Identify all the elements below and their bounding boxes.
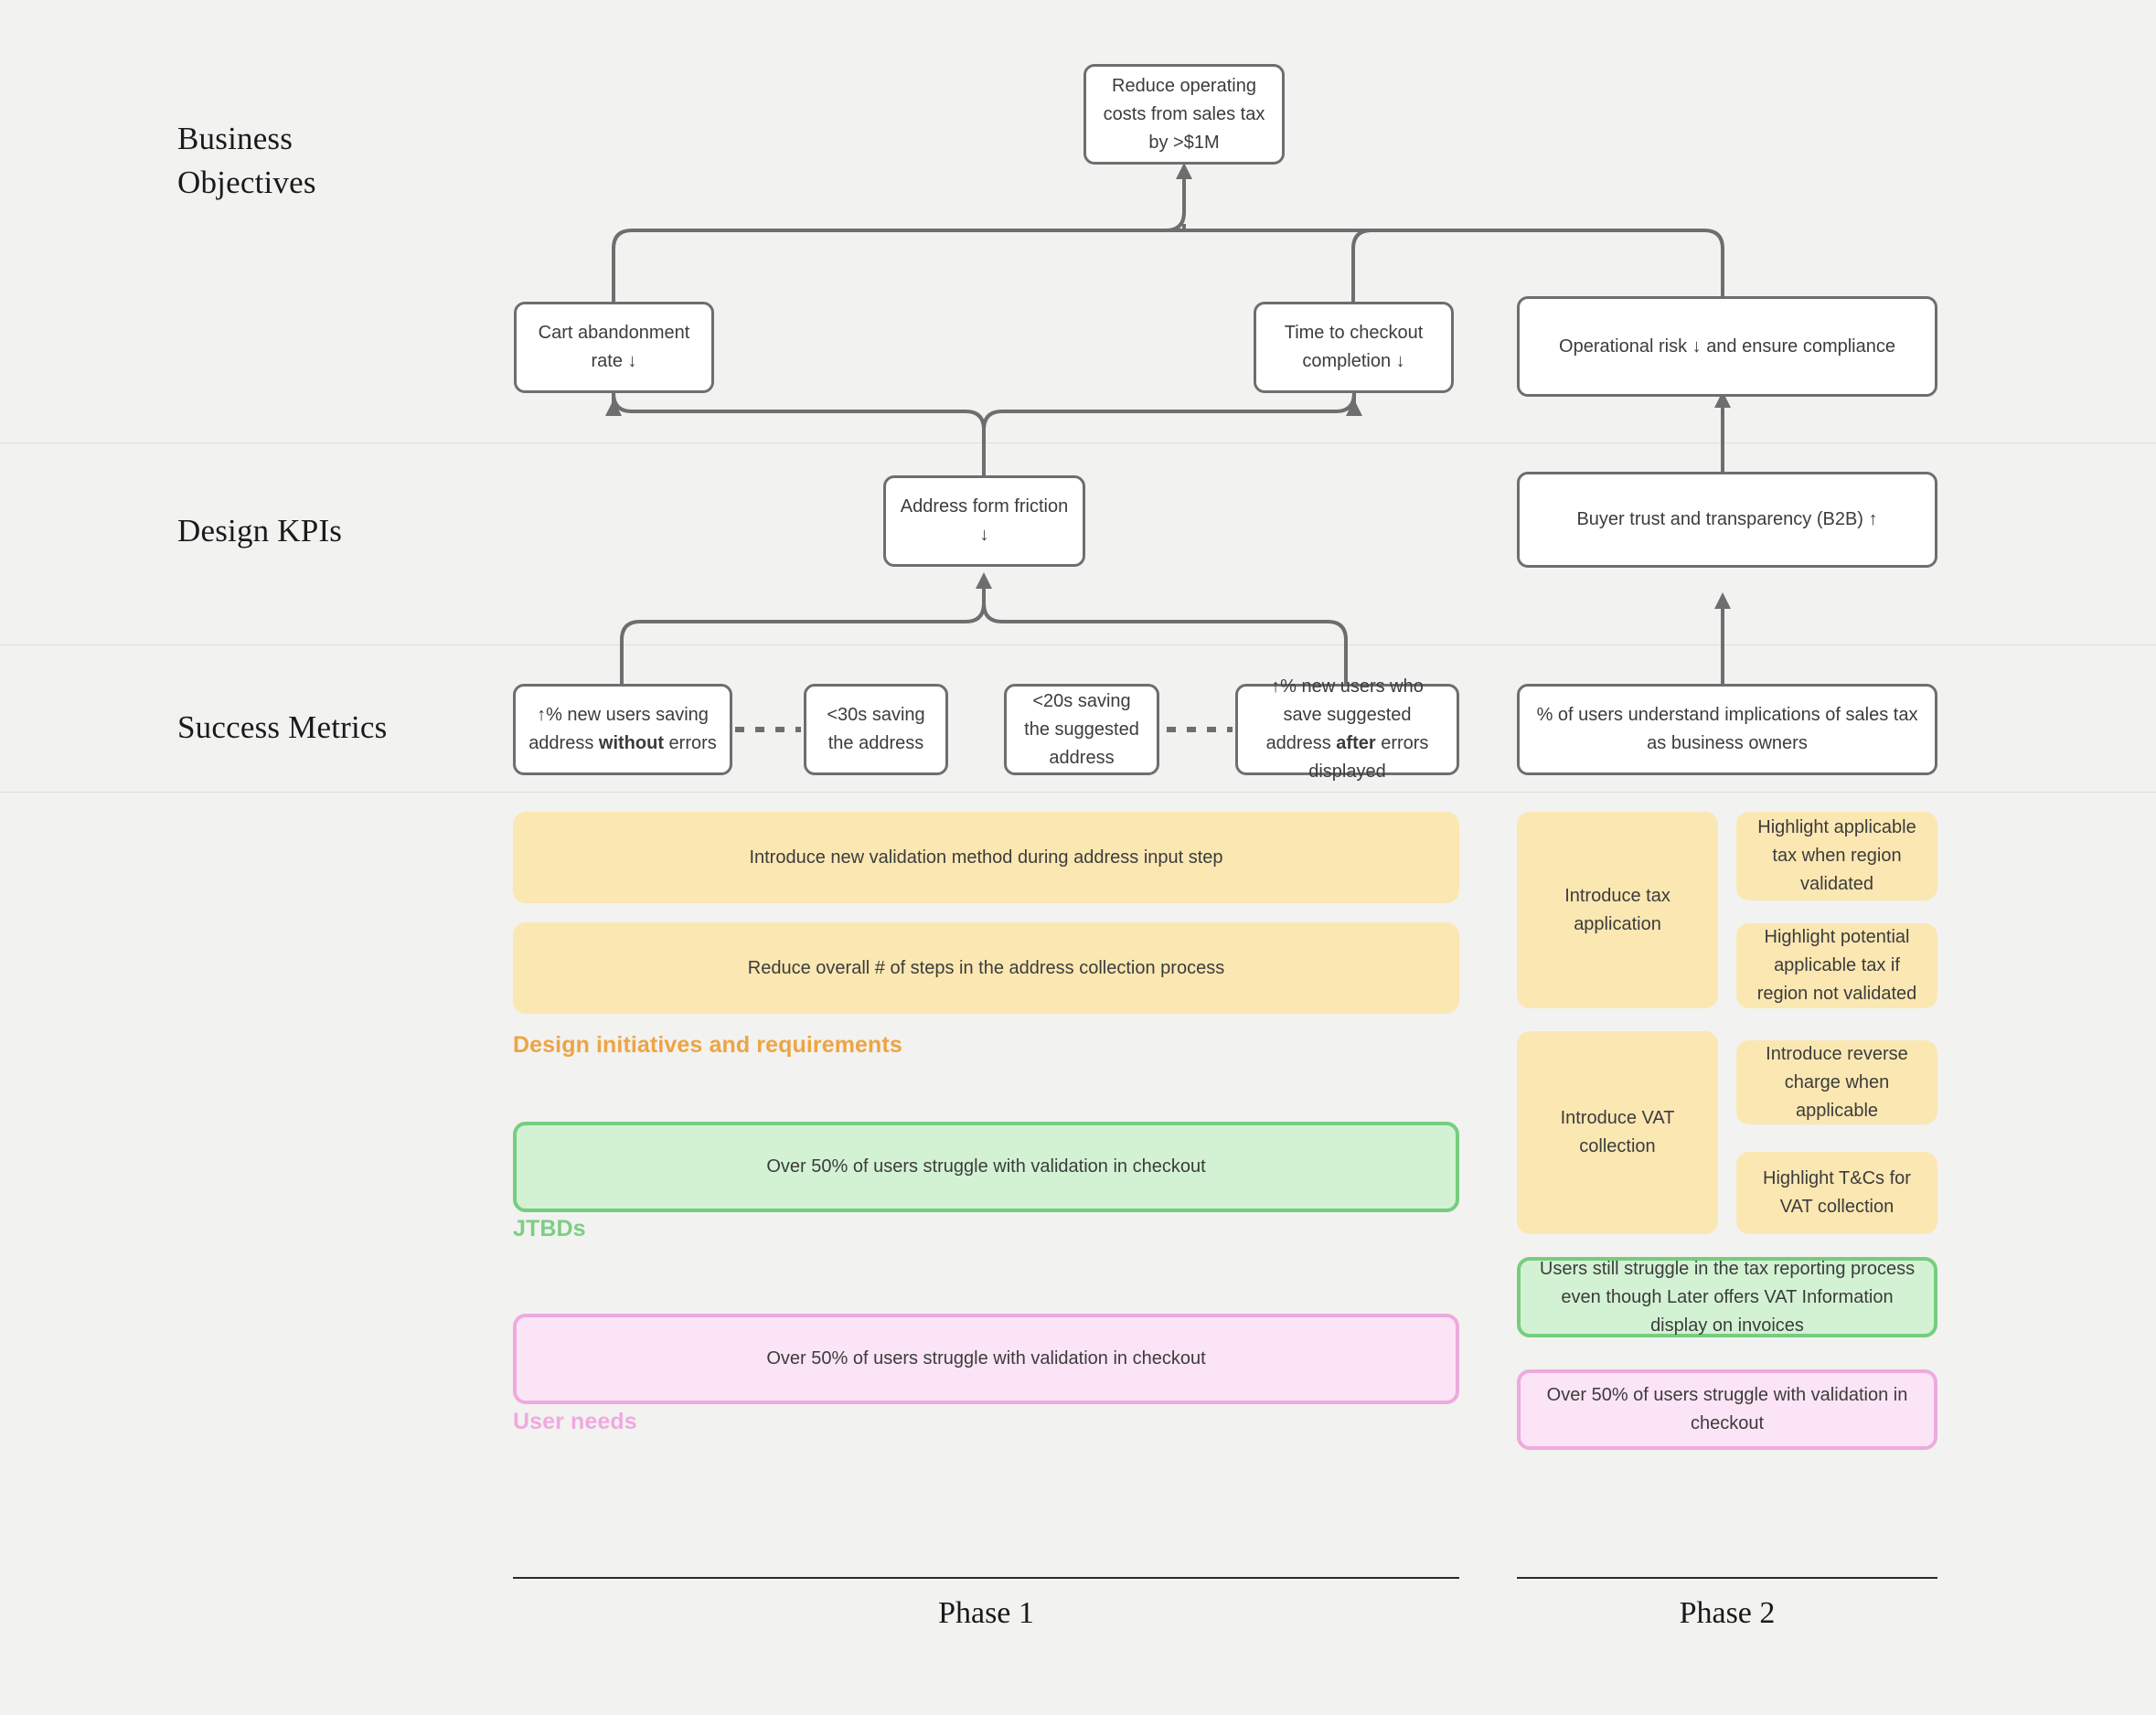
p2-initiative-highlight-tcs[interactable]: Highlight T&Cs for VAT collection — [1736, 1152, 1937, 1234]
kpi-node-buyer-trust[interactable]: Buyer trust and transparency (B2B) ↑ — [1517, 472, 1937, 568]
phase2-label: Phase 2 — [1679, 1596, 1776, 1630]
metric-text-before: ↑% new users saving address — [528, 705, 709, 753]
metric-text-before: ↑% new users who save suggested address — [1265, 676, 1424, 753]
metric-node-users-understand-sales-tax[interactable]: % of users understand implications of sa… — [1517, 684, 1937, 775]
metric-text-after: errors displayed — [1308, 733, 1429, 782]
outcome-node-time-to-checkout[interactable]: Time to checkout completion ↓ — [1254, 302, 1454, 393]
metric-text-bold: without — [598, 733, 664, 753]
p2-initiative-introduce-tax-application[interactable]: Introduce tax application — [1517, 812, 1718, 1008]
p2-initiative-introduce-vat-collection[interactable]: Introduce VAT collection — [1517, 1031, 1718, 1234]
p2-need-validation-struggle[interactable]: Over 50% of users struggle with validati… — [1517, 1369, 1937, 1450]
row-separator-kpis-metrics — [0, 644, 2156, 645]
category-label-initiatives: Design initiatives and requirements — [513, 1032, 902, 1058]
phase2-divider — [1517, 1577, 1937, 1579]
section-label-design-kpis: Design KPIs — [177, 513, 343, 549]
p2-initiative-reverse-charge[interactable]: Introduce reverse charge when applicable — [1736, 1040, 1937, 1124]
row-separator-metrics-solutions — [0, 792, 2156, 793]
row-separator-objectives-kpis — [0, 442, 2156, 443]
category-label-jtbds: JTBDs — [513, 1216, 586, 1241]
section-label-business-objectives: Business Objectives — [177, 121, 316, 200]
outcome-node-cart-abandonment[interactable]: Cart abandonment rate ↓ — [514, 302, 714, 393]
p1-jtbd-validation-struggle[interactable]: Over 50% of users struggle with validati… — [513, 1122, 1459, 1212]
p2-jtbd-tax-reporting-struggle[interactable]: Users still struggle in the tax reportin… — [1517, 1257, 1937, 1337]
section-label-success-metrics: Success Metrics — [177, 709, 388, 745]
metric-node-save-after-errors[interactable]: ↑% new users who save suggested address … — [1235, 676, 1459, 782]
p2-initiative-highlight-applicable-tax[interactable]: Highlight applicable tax when region val… — [1736, 812, 1937, 900]
phase1-label: Phase 1 — [938, 1596, 1034, 1630]
p1-initiative-validation-method[interactable]: Introduce new validation method during a… — [513, 812, 1459, 903]
p1-initiative-reduce-steps[interactable]: Reduce overall # of steps in the address… — [513, 922, 1459, 1014]
metric-node-save-without-errors[interactable]: ↑% new users saving address without erro… — [513, 684, 732, 775]
business-objective-node[interactable]: Reduce operating costs from sales tax by… — [1083, 64, 1285, 165]
p1-need-validation-struggle[interactable]: Over 50% of users struggle with validati… — [513, 1314, 1459, 1404]
metric-text-bold: after — [1336, 733, 1376, 753]
metric-node-30s-saving-address[interactable]: <30s saving the address — [804, 684, 948, 775]
metric-node-20s-suggested-address[interactable]: <20s saving the suggested address — [1004, 684, 1159, 775]
metric-text-after: errors — [664, 733, 717, 753]
p2-initiative-highlight-potential-tax[interactable]: Highlight potential applicable tax if re… — [1736, 923, 1937, 1008]
kpi-node-address-form-friction[interactable]: Address form friction ↓ — [883, 475, 1085, 567]
phase1-divider — [513, 1577, 1459, 1579]
outcome-node-operational-risk[interactable]: Operational risk ↓ and ensure compliance — [1517, 296, 1937, 397]
category-label-needs: User needs — [513, 1409, 637, 1434]
